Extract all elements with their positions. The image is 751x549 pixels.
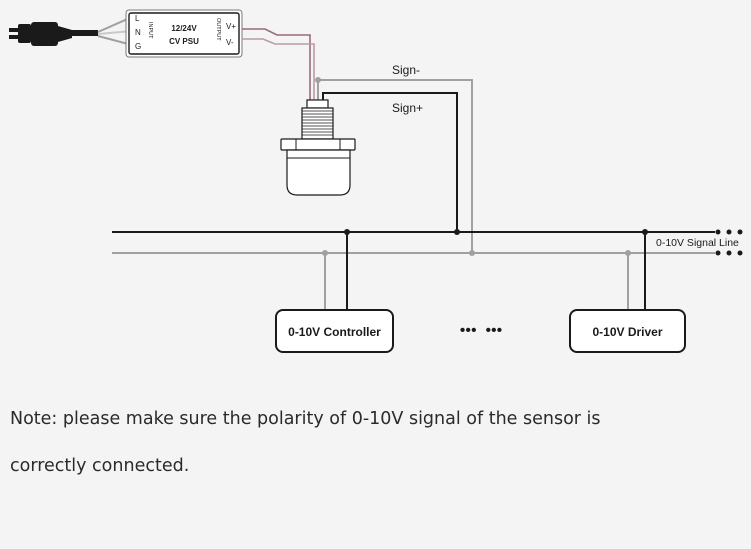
controller-drops bbox=[324, 232, 348, 310]
psu-title-line2: CV PSU bbox=[169, 37, 199, 46]
sign-plus-wire bbox=[322, 92, 458, 232]
sign-minus-label: Sign- bbox=[392, 63, 420, 77]
psu-pin-vminus: V- bbox=[226, 38, 234, 47]
psu-pin-l: L bbox=[135, 14, 140, 23]
devices-ellipsis: ••• ••• bbox=[460, 322, 503, 339]
driver-label: 0-10V Driver bbox=[592, 325, 662, 339]
psu-pin-g: G bbox=[135, 42, 141, 51]
driver-box: 0-10V Driver bbox=[569, 309, 686, 353]
wiring-diagram: L N G INPUT 12/24V CV PSU OUTPUT V+ V- S… bbox=[9, 9, 743, 353]
signal-line-label: 0-10V Signal Line bbox=[656, 237, 739, 249]
note-line-2: correctly connected. bbox=[10, 456, 190, 476]
controller-box: 0-10V Controller bbox=[275, 309, 394, 353]
sign-minus-wire bbox=[317, 79, 473, 253]
polarity-note: Note: please make sure the polarity of 0… bbox=[10, 396, 740, 490]
driver-plus-junction bbox=[642, 229, 648, 235]
bus-continuation-dots bbox=[715, 229, 743, 256]
psu-input-label: INPUT bbox=[147, 22, 153, 39]
controller-plus-junction bbox=[344, 229, 350, 235]
sign-plus-bus-junction bbox=[454, 229, 460, 235]
controller-label: 0-10V Controller bbox=[288, 325, 381, 339]
psu-pin-vplus: V+ bbox=[226, 22, 236, 31]
plug-cable bbox=[72, 16, 133, 46]
psu-pin-n: N bbox=[135, 28, 141, 37]
psu-output-label: OUTPUT bbox=[215, 18, 221, 41]
psu-title-line1: 12/24V bbox=[171, 24, 197, 33]
note-line-1: Note: please make sure the polarity of 0… bbox=[10, 409, 601, 429]
sensor bbox=[280, 99, 356, 196]
psu-box: L N G INPUT 12/24V CV PSU OUTPUT V+ V- bbox=[125, 9, 243, 58]
sign-minus-bus-junction bbox=[469, 250, 475, 256]
controller-minus-junction bbox=[322, 250, 328, 256]
driver-drops bbox=[627, 232, 646, 310]
power-wires bbox=[242, 28, 315, 100]
sign-plus-label: Sign+ bbox=[392, 101, 423, 115]
sign-minus-junction bbox=[315, 77, 321, 83]
power-plug bbox=[9, 22, 72, 46]
driver-minus-junction bbox=[625, 250, 631, 256]
